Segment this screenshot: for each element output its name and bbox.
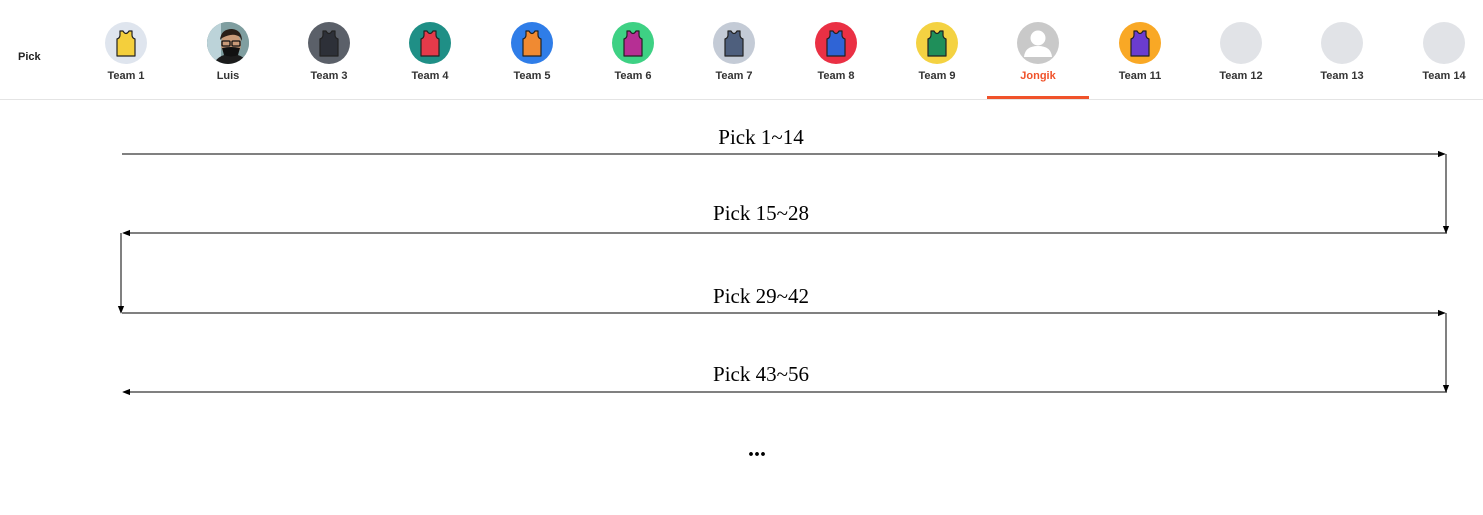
team-tab[interactable]: Jongik (993, 22, 1083, 82)
team-name: Luis (216, 70, 240, 82)
jersey-icon (1119, 22, 1161, 64)
team-name: Team 6 (614, 70, 652, 82)
team-tab[interactable]: Team 6 (588, 22, 678, 82)
jersey-icon (511, 22, 553, 64)
team-tab[interactable]: Team 4 (385, 22, 475, 82)
team-name: Team 13 (1320, 70, 1364, 82)
jersey-icon (409, 22, 451, 64)
selected-tab-indicator (987, 96, 1089, 99)
team-tab[interactable]: Luis (183, 22, 273, 82)
team-name: Team 8 (817, 70, 855, 82)
jersey-icon (612, 22, 654, 64)
team-tab[interactable]: Team 13 (1297, 22, 1387, 82)
team-tab[interactable]: Team 5 (487, 22, 577, 82)
team-name: Team 3 (310, 70, 348, 82)
team-tab[interactable]: Team 1 (81, 22, 171, 82)
team-name: Team 9 (918, 70, 956, 82)
jersey-icon (713, 22, 755, 64)
team-name: Team 14 (1422, 70, 1466, 82)
team-tab[interactable]: Team 7 (689, 22, 779, 82)
empty-avatar (1423, 22, 1465, 64)
team-tab[interactable]: Team 3 (284, 22, 374, 82)
round-label: Pick 29~42 (713, 284, 809, 308)
continuation-ellipsis: ... (748, 436, 766, 462)
round-label: Pick 1~14 (718, 125, 804, 149)
jersey-icon (916, 22, 958, 64)
jersey-icon (308, 22, 350, 64)
team-name: Team 12 (1219, 70, 1263, 82)
draft-order-bar: Pick Team 1 Luis Team 3 Team 4 Team 5 Team 6 T… (0, 0, 1483, 100)
team-name: Team 5 (513, 70, 551, 82)
default-user-icon (1017, 22, 1059, 64)
team-tab[interactable]: Team 9 (892, 22, 982, 82)
team-name: Jongik (1020, 70, 1056, 82)
empty-avatar (1220, 22, 1262, 64)
jersey-icon (815, 22, 857, 64)
team-name: Team 1 (107, 70, 145, 82)
jersey-icon (105, 22, 147, 64)
pick-label: Pick (18, 51, 41, 63)
team-name: Team 4 (411, 70, 449, 82)
team-tab[interactable]: Team 8 (791, 22, 881, 82)
team-tab[interactable]: Team 12 (1196, 22, 1286, 82)
team-tab[interactable]: Team 11 (1095, 22, 1185, 82)
round-label: Pick 43~56 (713, 362, 809, 386)
empty-avatar (1321, 22, 1363, 64)
team-name: Team 11 (1118, 70, 1162, 82)
user-photo-avatar (207, 22, 249, 64)
round-label: Pick 15~28 (713, 201, 809, 225)
team-tab[interactable]: Team 14 (1399, 22, 1483, 82)
team-name: Team 7 (715, 70, 753, 82)
